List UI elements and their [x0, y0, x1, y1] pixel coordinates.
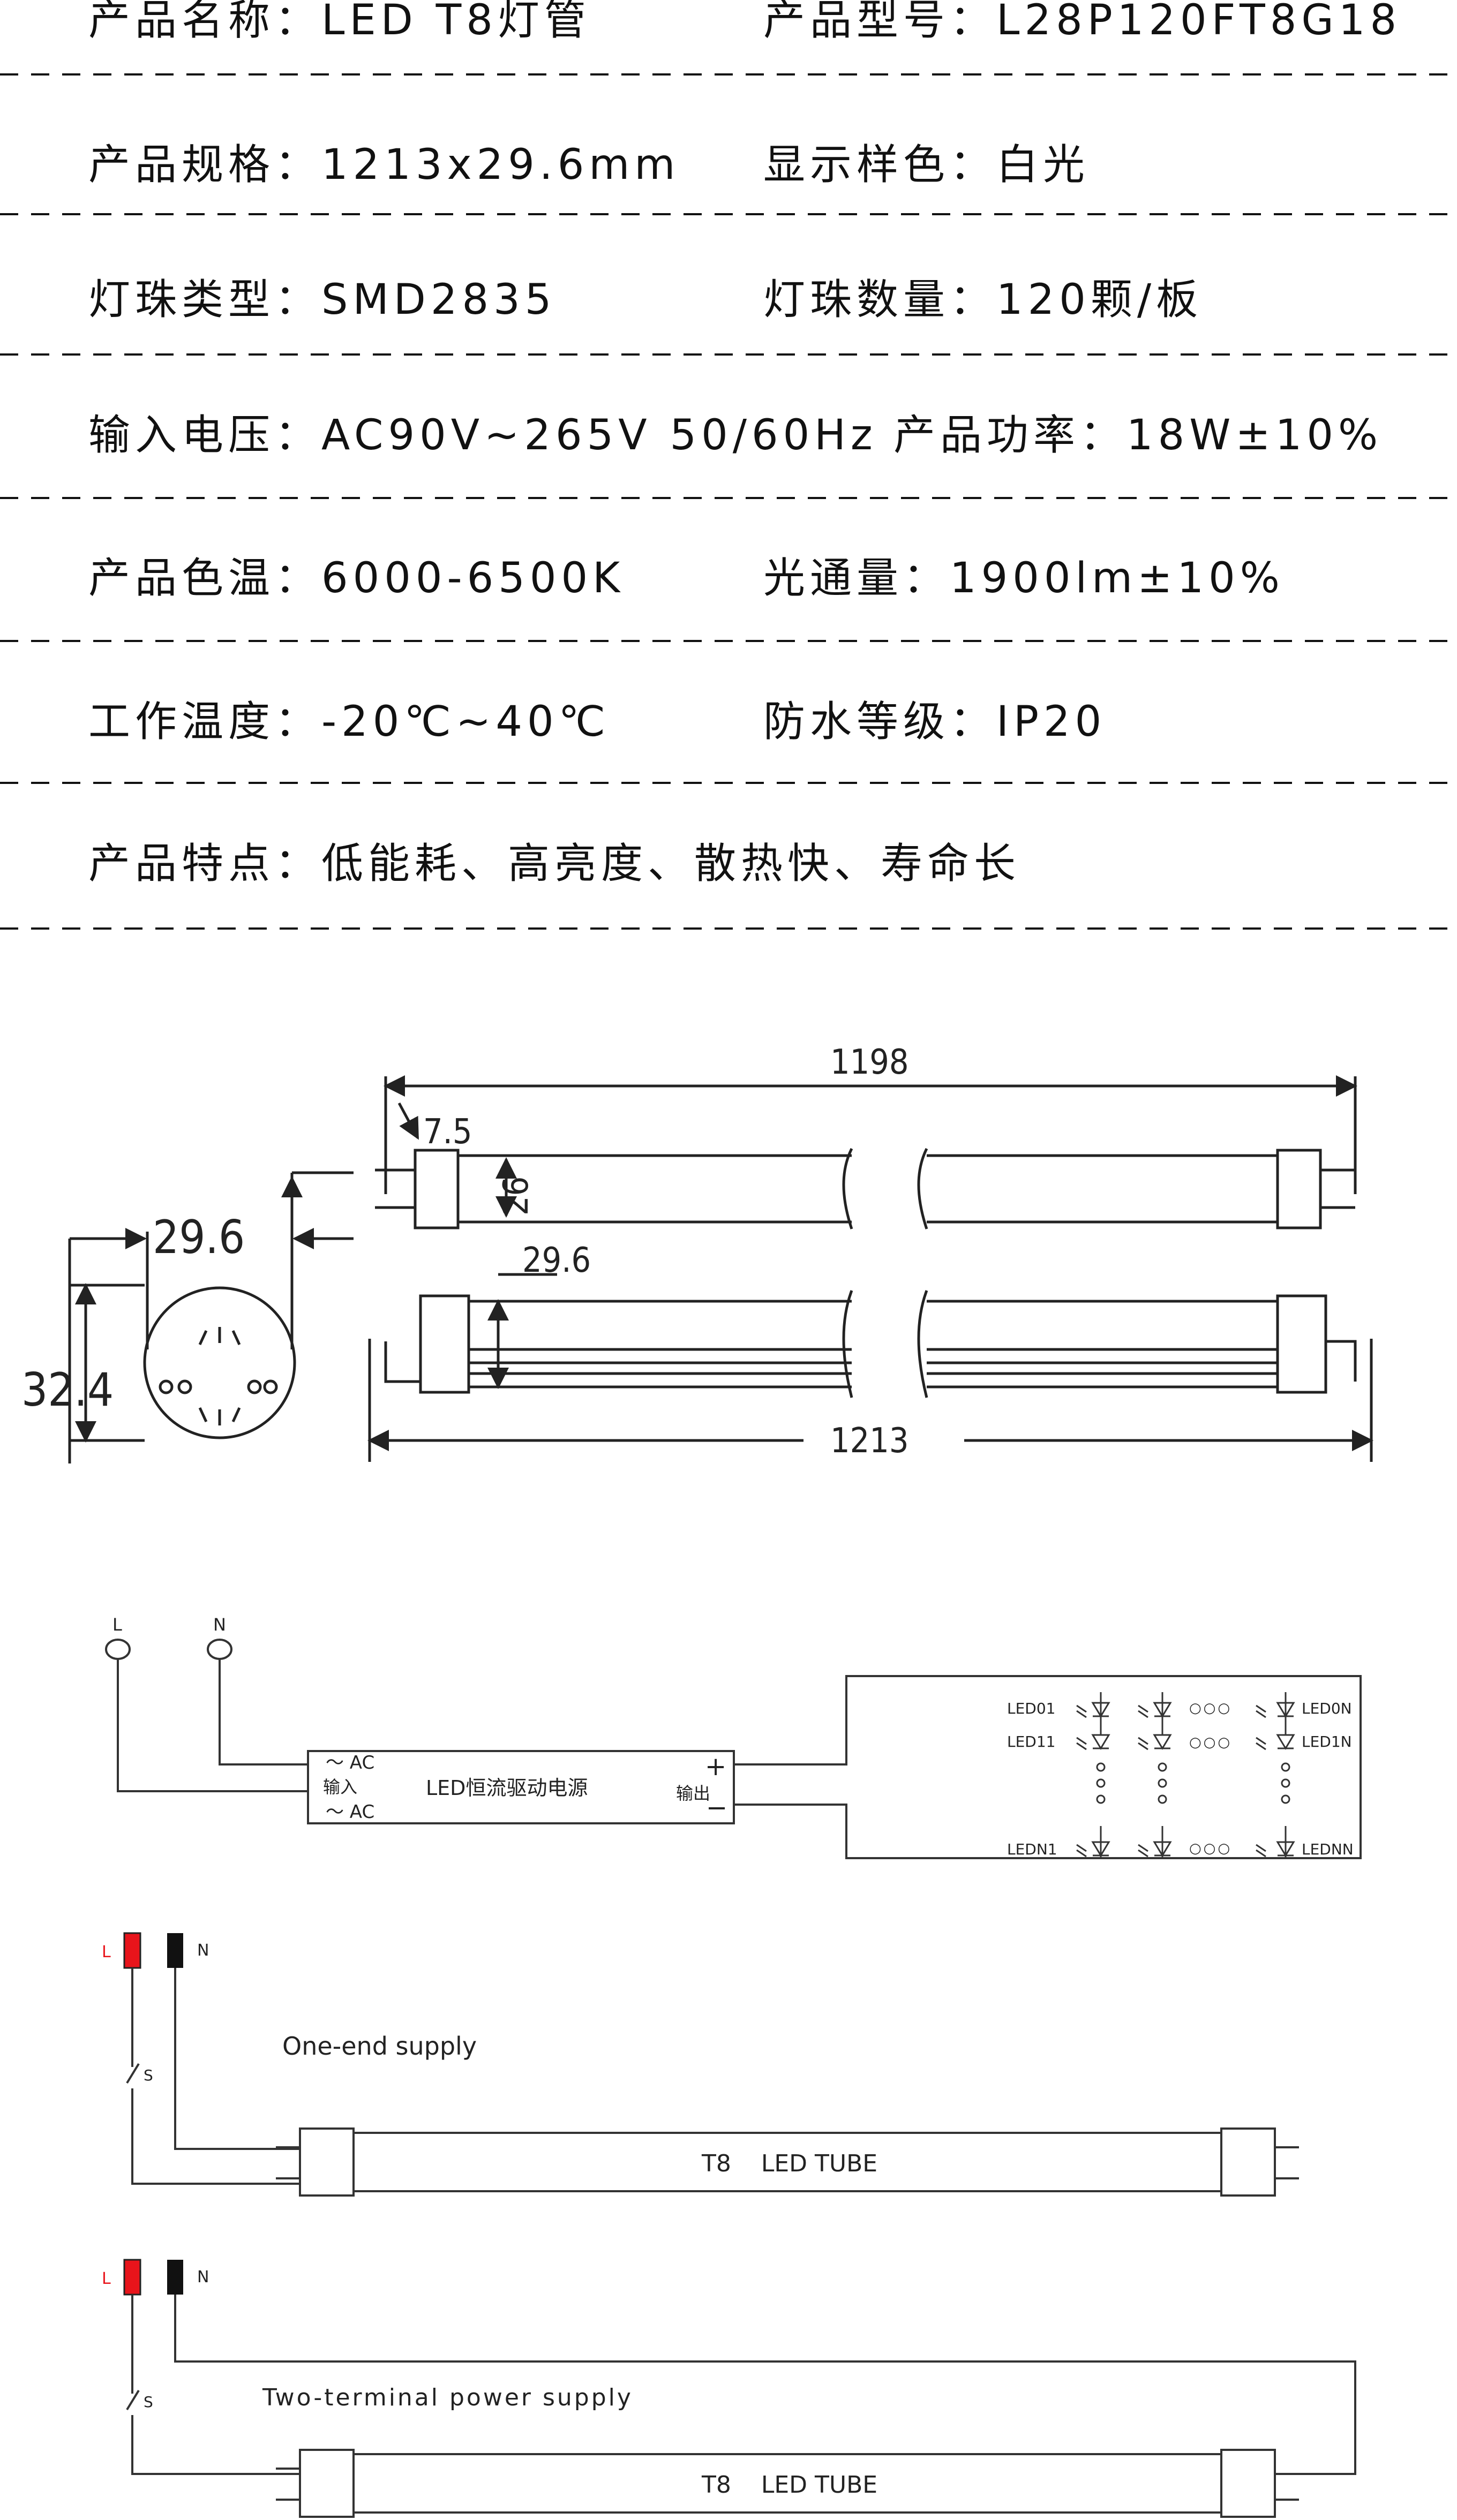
divider	[0, 782, 1457, 784]
led-diode-icon	[1091, 1826, 1110, 1858]
pin-holes-icon	[159, 1327, 278, 1425]
spec-row-led: 灯珠类型：SMD2835 灯珠数量：120颗/板	[0, 276, 1457, 324]
dim-side-diameter: 29.6	[522, 1241, 591, 1280]
wiring-caption: One-end supply	[282, 2032, 477, 2061]
spec-work-temp: 工作温度：-20℃~40℃	[88, 698, 611, 746]
dim-inner-diameter: 26	[497, 1176, 536, 1216]
spec-row-work: 工作温度：-20℃~40℃ 防水等级：IP20	[0, 698, 1457, 746]
led-diode-icon	[1091, 1734, 1110, 1750]
divider	[0, 213, 1457, 215]
spec-color: 显示样色：白光	[763, 141, 1090, 189]
led-dots: ○○○	[1189, 1840, 1232, 1857]
driver-plus: +	[705, 1752, 726, 1782]
led-label-0n: LED0N	[1302, 1700, 1352, 1717]
led-diode-icon	[1276, 1734, 1295, 1750]
driver-ac-top: ～ AC	[326, 1752, 374, 1774]
spec-lumens: 光通量：1900lm±10%	[763, 554, 1285, 602]
dim-pin-length: 7.5	[423, 1112, 472, 1152]
spec-product-name: 产品名称：LED T8灯管	[88, 0, 591, 44]
spec-model: 产品型号：L28P120FT8G18	[763, 0, 1402, 44]
spec-ip-rating: 防水等级：IP20	[763, 698, 1107, 746]
spec-row-temp: 产品色温：6000-6500K 光通量：1900lm±10%	[0, 554, 1457, 602]
wiring-switch-label: S	[144, 2066, 153, 2084]
divider	[0, 73, 1457, 76]
tube-label: T8 LED TUBE	[701, 2471, 877, 2499]
led-array	[1076, 1692, 1295, 1858]
led-diode-icon	[1153, 1692, 1172, 1735]
tube-end-view	[68, 1171, 354, 1463]
spec-row-size: 产品规格：1213x29.6mm 显示样色：白光	[0, 141, 1457, 189]
wiring-live-label: L	[102, 2269, 111, 2288]
spec-row-voltage: 输入电压：AC90V~265V 50/60Hz 产品功率：18W±10%	[0, 411, 1457, 459]
driver-title: LED恒流驱动电源	[426, 1776, 588, 1800]
led-diode-icon	[1091, 1692, 1110, 1735]
led-label-n1: LEDN1	[1007, 1840, 1057, 1858]
led-label-01: LED01	[1007, 1700, 1055, 1717]
tube-side-view	[367, 1273, 1373, 1462]
spec-voltage: 输入电压：AC90V~265V 50/60Hz	[88, 411, 877, 459]
divider	[0, 927, 1457, 930]
dim-overall-length: 1198	[830, 1043, 909, 1082]
spec-led-type: 灯珠类型：SMD2835	[88, 276, 557, 324]
spec-size: 产品规格：1213x29.6mm	[88, 141, 680, 189]
led-label-1n: LED1N	[1302, 1733, 1352, 1751]
wiring-caption: Two-terminal power supply	[262, 2384, 633, 2411]
driver-minus: −	[706, 1793, 727, 1823]
neutral-terminal	[167, 1933, 183, 1968]
led-diode-icon	[1276, 1692, 1295, 1735]
live-terminal	[123, 2259, 141, 2296]
circuit-live-label: L	[112, 1614, 122, 1635]
driver-output: 输出	[676, 1783, 710, 1804]
tube-top-view	[375, 1075, 1357, 1229]
led-diode-icon	[1153, 1734, 1172, 1750]
wiring-neutral-label: N	[197, 1941, 209, 1960]
circuit-neutral-label: N	[213, 1614, 226, 1635]
dim-end-height: 32.4	[21, 1363, 114, 1417]
live-terminal	[123, 1932, 141, 1969]
wiring-switch-label: S	[144, 2393, 153, 2411]
dim-tube-diameter: 29.6	[153, 1211, 245, 1264]
wiring-live-label: L	[102, 1943, 111, 1961]
wiring-neutral-label: N	[197, 2268, 209, 2287]
spec-color-temp: 产品色温：6000-6500K	[88, 554, 625, 602]
divider	[0, 353, 1457, 356]
driver-ac-bottom: ～ AC	[326, 1801, 374, 1823]
driver-input: 输入	[323, 1777, 357, 1797]
led-dots: ○○○	[1189, 1700, 1232, 1716]
dim-total-length: 1213	[830, 1421, 909, 1461]
led-dots: ○○○	[1189, 1734, 1232, 1751]
led-diode-icon	[1153, 1826, 1172, 1858]
divider	[0, 497, 1457, 499]
neutral-terminal	[167, 2260, 183, 2295]
spec-row-name: 产品名称：LED T8灯管 产品型号：L28P120FT8G18	[0, 0, 1457, 44]
spec-power: 产品功率：18W±10%	[893, 411, 1383, 459]
spec-features: 产品特点：低能耗、高亮度、散热快、寿命长	[88, 840, 1021, 888]
spec-led-count: 灯珠数量：120颗/板	[763, 276, 1203, 324]
divider	[0, 640, 1457, 642]
led-label-nn: LEDNN	[1302, 1840, 1354, 1858]
led-label-11: LED11	[1007, 1733, 1055, 1751]
led-diode-icon	[1276, 1826, 1295, 1858]
tube-label: T8 LED TUBE	[701, 2150, 877, 2177]
spec-row-features: 产品特点：低能耗、高亮度、散热快、寿命长	[0, 840, 1457, 888]
